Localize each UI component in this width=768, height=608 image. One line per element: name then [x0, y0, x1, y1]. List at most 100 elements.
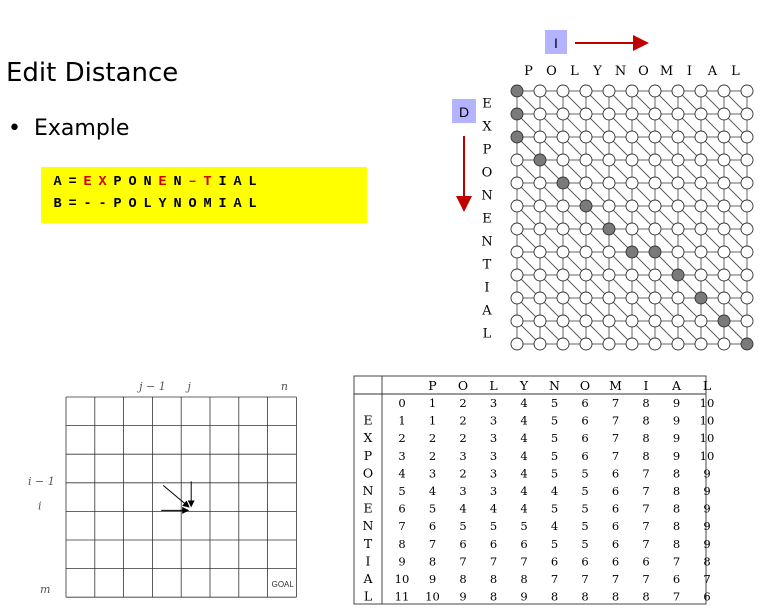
dp-arrow-diagonal — [162, 485, 190, 508]
table-cell: 2 — [459, 466, 466, 480]
graph-node — [694, 268, 708, 282]
graph-edge-d — [543, 163, 560, 180]
table-row-header: I — [366, 553, 371, 568]
graph-edge-d — [543, 278, 560, 295]
table-cell: 4 — [520, 431, 527, 445]
alignment-char: N — [173, 197, 182, 212]
graph-edge-d — [589, 301, 606, 318]
table-cell: 8 — [642, 414, 649, 428]
graph-node — [694, 222, 708, 236]
table-cell: 9 — [703, 466, 710, 480]
graph-row-letter: I — [484, 281, 489, 296]
table-cell: 6 — [398, 502, 405, 516]
graph-edge-d — [658, 140, 675, 157]
graph-edge-d — [520, 278, 537, 295]
table-cell: 8 — [673, 519, 680, 533]
table-cell: 8 — [642, 396, 649, 410]
graph-col-letter: P — [524, 64, 533, 79]
graph-col-letter: N — [615, 64, 626, 79]
graph-edge-d — [704, 278, 721, 295]
table-cell: 6 — [612, 554, 619, 568]
table-cell: 5 — [551, 396, 558, 410]
graph-edge-d — [543, 324, 560, 341]
table-cell: 8 — [398, 537, 405, 551]
table-cell: 3 — [490, 484, 497, 498]
table-cell: 5 — [459, 519, 466, 533]
graph-col-letter: O — [546, 64, 557, 79]
alignment-char: A — [233, 197, 242, 212]
graph-node — [671, 199, 685, 213]
table-cell: 11 — [395, 590, 410, 604]
graph-node — [625, 291, 639, 305]
table-cell: 4 — [520, 396, 527, 410]
table-cell: 9 — [703, 537, 710, 551]
graph-edge-d — [566, 140, 583, 157]
graph-edge-d — [612, 117, 629, 134]
graph-node — [533, 176, 547, 190]
graph-edge-d — [520, 255, 537, 272]
graph-node — [648, 199, 662, 213]
table-cell: 5 — [429, 502, 436, 516]
table-cell: 8 — [673, 502, 680, 516]
table-cell: 5 — [551, 502, 558, 516]
table-cell: 6 — [520, 537, 527, 551]
table-cell: 0 — [398, 396, 405, 410]
graph-edge-d — [589, 324, 606, 341]
graph-edge-d — [658, 209, 675, 226]
graph-node — [740, 130, 754, 144]
graph-edge-d — [681, 255, 698, 272]
graph-node — [556, 130, 570, 144]
table-cell: 8 — [673, 537, 680, 551]
graph-edge-d — [727, 255, 744, 272]
alignment-char: I — [218, 197, 227, 212]
table-cell: 7 — [612, 431, 619, 445]
graph-node — [717, 268, 731, 282]
graph-node — [579, 153, 593, 167]
graph-node — [717, 337, 731, 351]
graph-node — [625, 222, 639, 236]
graph-edge-d — [681, 163, 698, 180]
alignment-char: Y — [158, 197, 167, 212]
table-cell: 7 — [398, 519, 405, 533]
graph-node-path — [671, 268, 685, 282]
graph-node — [694, 245, 708, 259]
slide-title: Edit Distance — [6, 58, 179, 88]
graph-node — [740, 245, 754, 259]
graph-node — [602, 176, 616, 190]
graph-edge-d — [543, 209, 560, 226]
delete-label-box — [452, 99, 476, 123]
graph-node — [717, 107, 731, 121]
table-cell: 4 — [551, 484, 558, 498]
graph-edge-d — [727, 301, 744, 318]
table-row-header: E — [363, 501, 372, 516]
graph-node — [579, 130, 593, 144]
graph-edge-d — [727, 186, 744, 203]
table-cell: 8 — [703, 554, 710, 568]
table-cell: 7 — [642, 519, 649, 533]
graph-edge-d — [658, 163, 675, 180]
graph-node — [740, 107, 754, 121]
table-cell: 1 — [398, 414, 405, 428]
graph-node-path — [717, 314, 731, 328]
graph-edge-d — [704, 94, 721, 111]
graph-col-letter: M — [660, 64, 673, 79]
table-cell: 10 — [700, 414, 715, 428]
dp-left-label: m — [40, 583, 50, 596]
alignment-char: = — [68, 175, 77, 190]
graph-edge-d — [612, 278, 629, 295]
graph-node — [533, 199, 547, 213]
graph-node — [648, 314, 662, 328]
table-cell: 6 — [581, 449, 588, 463]
graph-col-letter: L — [731, 64, 740, 79]
graph-edge-d — [635, 278, 652, 295]
alignment-char: P — [113, 197, 122, 212]
table-cell: 6 — [581, 396, 588, 410]
graph-row-letter: T — [483, 258, 492, 273]
graph-edge-d — [589, 255, 606, 272]
graph-col-letter: I — [687, 64, 692, 79]
graph-node — [694, 314, 708, 328]
graph-node — [556, 291, 570, 305]
